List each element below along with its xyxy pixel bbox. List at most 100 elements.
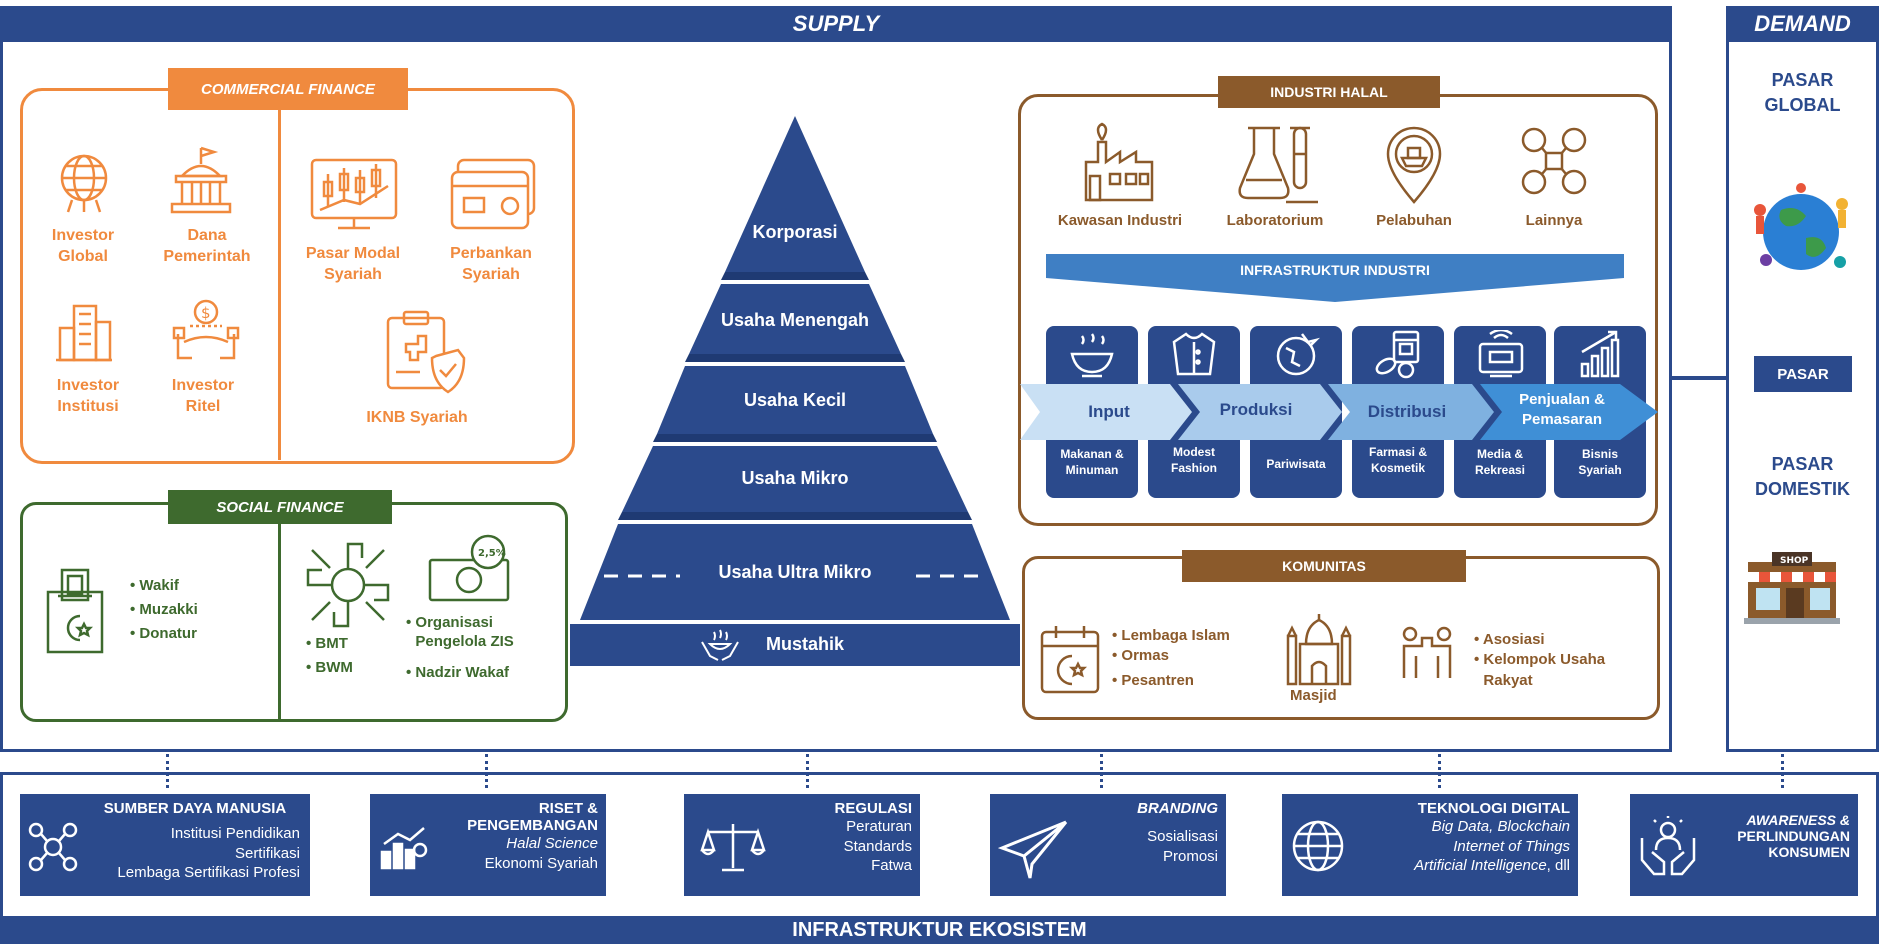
pyramid-level-usaha-menengah: Usaha Menengah bbox=[720, 310, 870, 330]
eco-regulasi-line-3: Fatwa bbox=[871, 857, 912, 874]
komunitas-masjid: Masjid bbox=[1290, 687, 1337, 704]
pyramid-base-mustahik: Mustahik bbox=[766, 634, 845, 654]
facility-kawasan-industri: Kawasan Industri bbox=[1057, 212, 1183, 229]
eco-awareness-title-1: AWARENESS & bbox=[1746, 812, 1850, 828]
sector-makanan-label: Makanan & Minuman bbox=[1060, 447, 1124, 478]
globe-network-icon bbox=[60, 154, 108, 213]
facility-pelabuhan: Pelabuhan bbox=[1376, 212, 1452, 229]
research-chart-icon bbox=[380, 827, 428, 870]
insurance-clipboard-icon bbox=[386, 310, 466, 394]
cf-item-dana-pemerintah: Dana Pemerintah bbox=[163, 227, 251, 265]
eco-box-awareness bbox=[1630, 794, 1858, 896]
eco-awareness-title-2: PERLINDUNGAN bbox=[1737, 828, 1850, 844]
chain-distribusi: Distribusi bbox=[1367, 402, 1447, 421]
eco-box-branding bbox=[990, 794, 1226, 896]
scales-icon bbox=[700, 824, 766, 872]
chain-produksi: Produksi bbox=[1219, 400, 1293, 419]
komunitas-title: KOMUNITAS bbox=[1182, 550, 1466, 582]
chain-input: Input bbox=[1088, 402, 1130, 421]
sector-farmasi-label: Farmasi & Kosmetik bbox=[1368, 445, 1428, 476]
paper-plane-icon bbox=[998, 820, 1068, 879]
eco-riset-text: RISET & PENGEMBANGAN Halal Science Ekono… bbox=[430, 800, 598, 873]
supply-demand-connector bbox=[1672, 376, 1726, 380]
eco-sdm-line-3: Lembaga Sertifikasi Profesi bbox=[117, 864, 300, 881]
ecosystem-footer: INFRASTRUKTUR EKOSISTEM bbox=[0, 916, 1879, 944]
connector-dots-1 bbox=[166, 754, 169, 788]
svg-text:$: $ bbox=[201, 304, 211, 322]
pyramid-level-usaha-kecil: Usaha Kecil bbox=[743, 390, 847, 410]
zakat-money-icon: 2,5% bbox=[428, 534, 510, 602]
sector-pariwisata-label: Pariwisata bbox=[1266, 457, 1326, 471]
sf-bullets-right: • Organisasi Pengelola ZIS • Nadzir Waka… bbox=[406, 614, 514, 681]
islamic-calendar-icon bbox=[1040, 626, 1100, 694]
eco-teknologi-title: TEKNOLOGI DIGITAL bbox=[1417, 800, 1570, 817]
commercial-finance-title: COMMERCIAL FINANCE bbox=[168, 68, 408, 110]
connector-dots-5 bbox=[1438, 754, 1441, 788]
retail-investor-icon: $ bbox=[172, 299, 240, 360]
industri-halal-title: INDUSTRI HALAL bbox=[1218, 76, 1440, 108]
facility-laboratorium: Laboratorium bbox=[1226, 212, 1324, 229]
government-building-icon bbox=[170, 146, 232, 214]
others-network-icon bbox=[1521, 127, 1587, 195]
mosque-icon bbox=[1286, 614, 1352, 686]
hands-bowl-icon bbox=[701, 629, 739, 661]
eco-regulasi-line-1: Peraturan bbox=[846, 818, 912, 835]
sf-bullets-mid: • BMT • BWM bbox=[306, 635, 353, 676]
globe-icon bbox=[1292, 820, 1344, 872]
eco-branding-line-2: Promosi bbox=[1162, 847, 1218, 865]
eco-branding-text: BRANDING Sosialisasi Promosi bbox=[1080, 800, 1218, 866]
pyramid-level-usaha-ultra-mikro: Usaha Ultra Mikro bbox=[680, 562, 910, 583]
infrastruktur-industri-banner bbox=[1046, 254, 1624, 302]
eco-sdm-title: SUMBER DAYA MANUSIA bbox=[103, 800, 287, 817]
connector-dots-3 bbox=[806, 754, 809, 788]
eco-riset-line-1: Halal Science bbox=[506, 835, 598, 852]
business-pyramid bbox=[570, 116, 1020, 666]
cf-item-investor-institusi: Investor Institusi bbox=[56, 377, 120, 415]
demand-frame bbox=[1726, 6, 1879, 752]
association-icon bbox=[1402, 626, 1452, 678]
zakat-rate-text: 2,5% bbox=[478, 548, 506, 559]
ecosystem-frame bbox=[0, 772, 1879, 918]
eco-sdm-lines: Institusi Pendidikan Sertifikasi Lembaga… bbox=[80, 824, 300, 883]
eco-awareness-text: AWARENESS & PERLINDUNGAN KONSUMEN bbox=[1700, 812, 1850, 860]
connector-dots-4 bbox=[1100, 754, 1103, 788]
eco-branding-title: BRANDING bbox=[1137, 800, 1218, 817]
shop-icon: SHOP bbox=[1744, 552, 1840, 624]
live-tv-icon bbox=[1478, 330, 1524, 378]
social-finance-title: SOCIAL FINANCE bbox=[168, 490, 392, 524]
value-chain-arrow bbox=[1020, 384, 1658, 440]
eco-box-sdm bbox=[20, 794, 310, 896]
cf-item-perbankan-syariah: Perbankan Syariah bbox=[450, 245, 532, 283]
consumer-protection-icon bbox=[1640, 816, 1696, 876]
donation-box-icon bbox=[46, 568, 104, 654]
shop-sign-text: SHOP bbox=[1780, 556, 1809, 566]
joined-hands-icon bbox=[306, 542, 390, 628]
connector-dots-2 bbox=[485, 754, 488, 788]
demand-pasar-global: PASAR GLOBAL bbox=[1764, 70, 1841, 116]
pyramid-level-usaha-mikro: Usaha Mikro bbox=[741, 468, 849, 488]
eco-awareness-title-3: KONSUMEN bbox=[1768, 844, 1850, 860]
global-market-icon bbox=[1754, 183, 1848, 270]
factory-icon bbox=[1084, 122, 1154, 202]
sf-bullets-left: • Wakif • Muzakki • Donatur bbox=[130, 577, 198, 642]
pasar-box bbox=[1754, 356, 1852, 392]
facility-lainnya: Lainnya bbox=[1525, 212, 1583, 229]
supply-header: SUPPLY bbox=[0, 6, 1672, 42]
demand-header: DEMAND bbox=[1726, 6, 1879, 42]
laboratory-icon bbox=[1238, 126, 1318, 204]
eco-teknologi-line-2: Internet of Things bbox=[1453, 837, 1570, 855]
sector-fashion-label: Modest Fashion bbox=[1170, 445, 1217, 476]
eco-riset-title-1: RISET & bbox=[538, 800, 598, 817]
office-buildings-icon bbox=[56, 304, 112, 362]
cf-item-pasar-modal-syariah: Pasar Modal Syariah bbox=[305, 245, 401, 283]
eco-regulasi-title: REGULASI bbox=[834, 800, 912, 817]
port-location-icon bbox=[1386, 126, 1442, 204]
eco-box-riset bbox=[370, 794, 606, 896]
eco-branding-line-1: Sosialisasi bbox=[1147, 828, 1218, 845]
sector-media-label: Media & Rekreasi bbox=[1474, 447, 1526, 478]
eco-regulasi-line-2: Standards bbox=[843, 837, 912, 855]
pyramid-level-korporasi: Korporasi bbox=[752, 222, 838, 242]
shirt-icon bbox=[1172, 332, 1216, 376]
connector-dots-6 bbox=[1781, 754, 1784, 788]
komunitas-right-list: • Asosiasi • Kelompok Usaha Rakyat bbox=[1474, 631, 1606, 689]
